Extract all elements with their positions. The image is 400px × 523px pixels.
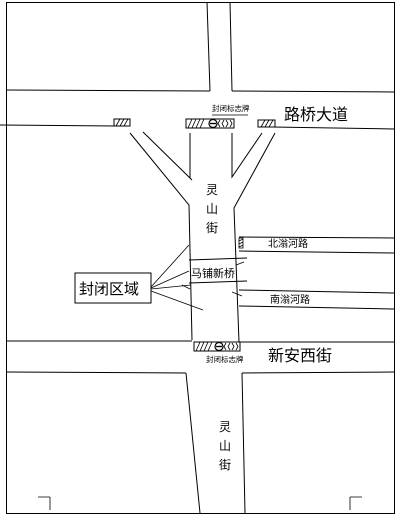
closure-sign-south bbox=[193, 341, 241, 352]
bridge-north-edge bbox=[188, 257, 248, 261]
bridge-south-edge bbox=[188, 280, 248, 284]
closed-area-ticks bbox=[181, 261, 245, 297]
leader-line-3 bbox=[150, 284, 192, 290]
leader-line-2 bbox=[150, 270, 190, 289]
lingshan-street-south-label-3: 街 bbox=[219, 458, 231, 472]
lingshan-street-south-east-edge bbox=[241, 372, 246, 514]
lingshan-street-west-inner bbox=[142, 131, 193, 181]
crop-mark-br bbox=[349, 496, 362, 510]
lingshan-street-north-label-3: 街 bbox=[206, 221, 218, 235]
closed-area-label: 封闭区域 bbox=[79, 280, 139, 298]
lingshan-street-east-inner bbox=[231, 132, 263, 179]
closure-sign-north-label: 封闭标志牌 bbox=[212, 103, 250, 113]
xinan-west-street-north-edge bbox=[7, 340, 394, 343]
lingshan-street-east-edge bbox=[233, 132, 276, 343]
bridge-label: 马铺新桥 bbox=[191, 266, 235, 280]
nanyong-road-south-edge bbox=[238, 305, 395, 310]
xinan-west-street-south-edge bbox=[6, 371, 395, 374]
barrier-beiyong bbox=[238, 237, 244, 249]
crop-mark-bl bbox=[38, 496, 51, 510]
lingshan-street-top-west-edge bbox=[206, 1, 211, 92]
closed-area-box bbox=[74, 272, 152, 304]
luqiao-avenue-label: 路桥大道 bbox=[284, 105, 348, 124]
leader-line-1 bbox=[150, 244, 190, 288]
luqiao-avenue-south-edge bbox=[0, 124, 395, 130]
barrier-west bbox=[113, 118, 131, 127]
closure-sign-north bbox=[185, 114, 248, 129]
luqiao-avenue-north-edge bbox=[6, 89, 395, 93]
beiyong-road-south-edge bbox=[238, 250, 395, 254]
beiyong-road-north-edge bbox=[238, 236, 395, 239]
nanyong-road-label: 南滃河路 bbox=[270, 293, 310, 306]
lingshan-street-north-label-2: 山 bbox=[206, 202, 218, 216]
lingshan-street-south-west-edge bbox=[185, 372, 201, 514]
lingshan-street-west-edge bbox=[129, 132, 193, 341]
beiyong-road-label: 北滃河路 bbox=[268, 237, 308, 250]
page-border bbox=[6, 2, 395, 514]
lingshan-street-south-label-2: 山 bbox=[219, 439, 231, 453]
xinan-west-street-label: 新安西街 bbox=[268, 346, 332, 365]
barrier-east bbox=[257, 119, 276, 128]
lingshan-street-north-label-1: 灵 bbox=[206, 183, 218, 197]
nanyong-road-north-edge bbox=[238, 289, 395, 294]
leader-line-4 bbox=[150, 290, 204, 311]
lingshan-street-south-label-1: 灵 bbox=[219, 420, 231, 434]
lingshan-street-top-east-edge bbox=[229, 1, 233, 92]
closure-sign-south-label: 封闭标志牌 bbox=[206, 354, 244, 364]
